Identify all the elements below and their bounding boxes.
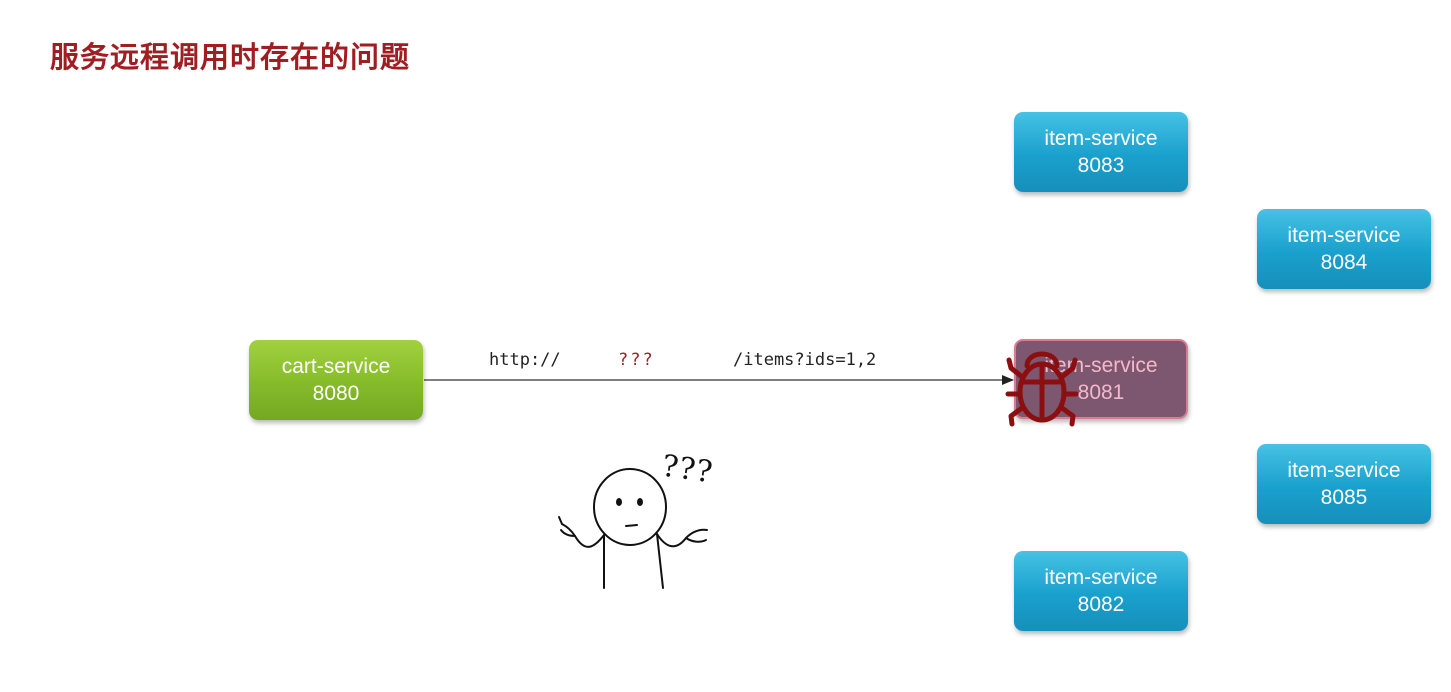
page-title: 服务远程调用时存在的问题 [50,40,411,74]
service-port: 8085 [1320,486,1368,509]
service-name: item-service [1287,459,1401,482]
service-port: 8080 [312,382,360,405]
url-path: /items?ids=1,2 [733,350,877,370]
confused-thought-marks: ??? [659,448,716,491]
url-protocol: http:// [489,350,561,370]
cart-service-node: cart-service 8080 [249,340,423,420]
service-port: 8081 [1077,381,1125,404]
service-port: 8082 [1077,593,1125,616]
url-unknown-host: ??? [618,350,655,370]
service-name: cart-service [281,355,391,378]
service-name: item-service [1287,224,1401,247]
service-port: 8084 [1320,251,1368,274]
item-service-node-8082: item-service 8082 [1014,551,1188,631]
item-service-node-8084: item-service 8084 [1257,209,1431,289]
service-name: item-service [1044,127,1158,150]
item-service-node-8085: item-service 8085 [1257,444,1431,524]
service-port: 8083 [1077,154,1125,177]
service-name: item-service [1044,566,1158,589]
item-service-node-8083: item-service 8083 [1014,112,1188,192]
